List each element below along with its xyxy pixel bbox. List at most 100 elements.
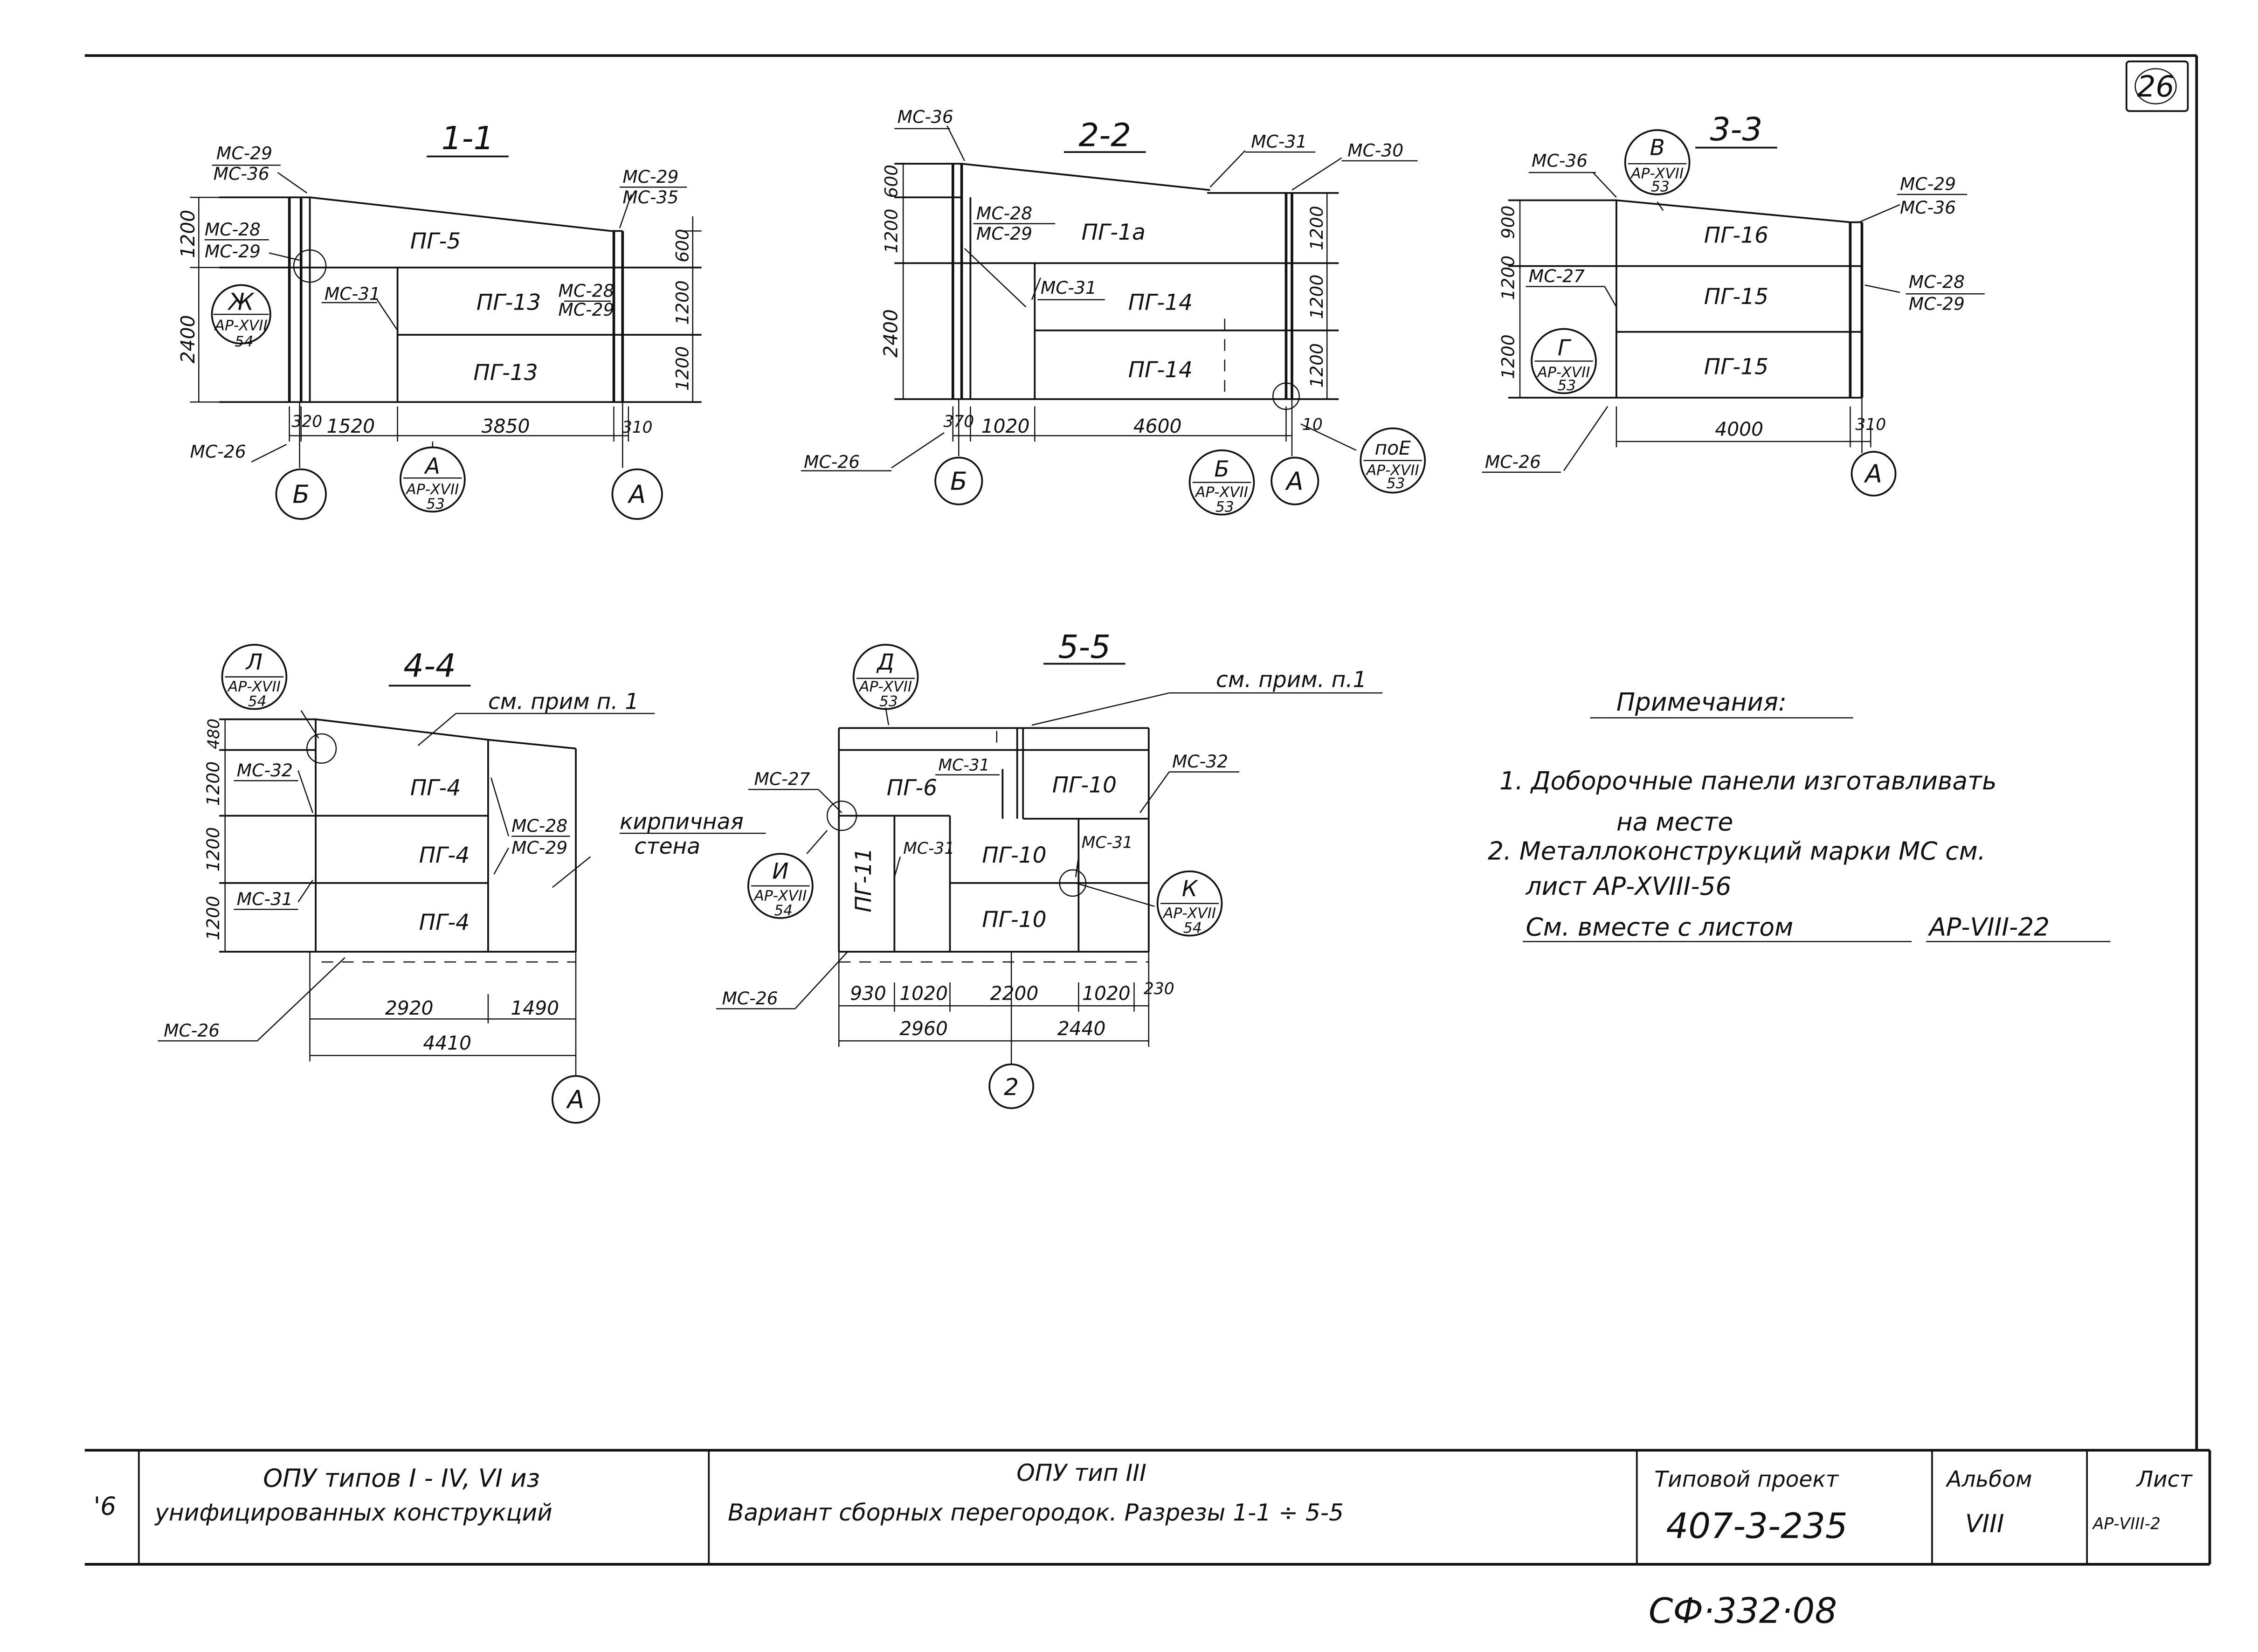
node-number: 53 (1557, 377, 1576, 394)
mark-label: МС-31 (237, 889, 293, 909)
width-dim: 2920 (385, 997, 434, 1019)
title-block-c1-line1: ОПУ типов I - IV, VI из (263, 1464, 540, 1493)
width-dim: 370 (943, 413, 974, 431)
mark-label: МС-31 (1082, 834, 1133, 852)
node-number: 54 (235, 333, 254, 350)
note-3-reference: АР-VIII-22 (1928, 913, 2050, 942)
archive-stamp: СФ·332·08 (1649, 1590, 1837, 1631)
width-dim: 1490 (511, 997, 559, 1019)
node-number: 54 (774, 902, 793, 919)
panel-label: ПГ-4 (419, 843, 470, 868)
axis-label: А (1864, 460, 1882, 489)
panel-label: ПГ-14 (1128, 357, 1193, 383)
node-letter: Ж (227, 288, 255, 316)
node-sheet: АР-XVII (1195, 484, 1248, 501)
height-dim: 1200 (1498, 256, 1518, 300)
notes-heading: Примечания: (1616, 688, 1787, 717)
mark-label: МС-29 (622, 166, 678, 187)
mark-label: МС-27 (1529, 266, 1585, 286)
height-dim: 600 (672, 229, 692, 263)
panel-label: ПГ-13 (476, 290, 541, 316)
panel-label: ПГ-5 (410, 228, 461, 254)
node-sheet: АР-XVII (405, 481, 459, 498)
mark-label: МС-29 (1900, 174, 1956, 194)
node-sheet: АР-XVII (214, 318, 268, 334)
mark-label: МС-36 (898, 106, 953, 127)
section-1-1-title: 1-1 (442, 120, 494, 157)
mark-label: МС-36 (214, 164, 269, 184)
mark-label: МС-29 (1909, 294, 1965, 314)
node-sheet: АР-XVII (753, 887, 807, 904)
node-sheet: АР-XVII (858, 678, 912, 695)
mark-label: МС-28 (558, 280, 614, 301)
node-letter: К (1182, 876, 1199, 902)
node-letter: поЕ (1375, 437, 1411, 459)
axis-label: Б (950, 467, 967, 496)
node-number: 53 (1215, 498, 1234, 515)
node-letter: Г (1558, 335, 1572, 361)
node-number: 53 (426, 496, 445, 512)
height-dim: 2400 (177, 315, 199, 364)
section-3-3-title: 3-3 (1710, 111, 1763, 148)
mark-label: МС-36 (1532, 150, 1588, 171)
note-1-line-1: 1. Доборочные панели изготавливать (1499, 767, 1996, 795)
mark-label: МС-31 (325, 283, 380, 304)
height-dim: 1200 (672, 280, 692, 325)
mark-label: МС-26 (190, 441, 246, 462)
height-dim: 1200 (1498, 334, 1518, 379)
panel-label: ПГ-4 (410, 775, 461, 801)
mark-label: МС-31 (1251, 131, 1307, 152)
width-dim: 4410 (423, 1032, 471, 1054)
mark-label: МС-32 (1172, 751, 1228, 772)
mark-label: МС-26 (164, 1020, 220, 1041)
title-block-sheet-value: АР-VIII-2 (2092, 1515, 2161, 1534)
width-dim: 930 (850, 982, 886, 1005)
note-2-line-1: 2. Металлоконструкций марки МС см. (1488, 837, 1986, 866)
width-dim: 310 (1855, 415, 1886, 434)
height-dim: 1200 (203, 827, 223, 872)
mark-label: МС-29 (511, 837, 567, 858)
panel-label: ПГ-4 (419, 910, 470, 935)
node-number: 54 (1183, 919, 1202, 936)
mark-label: МС-29 (216, 143, 272, 164)
height-dim: 480 (205, 719, 223, 749)
node-sheet: АР-XVII (227, 678, 281, 695)
panel-label: ПГ-1а (1082, 220, 1146, 245)
section-3-3 (1482, 129, 1985, 497)
height-dim: 1200 (1306, 206, 1327, 250)
node-number: 53 (1387, 475, 1405, 492)
section-5-5 (716, 643, 1383, 1109)
title-block-project-number: 407-3-235 (1666, 1505, 1847, 1546)
node-letter: И (772, 858, 788, 884)
height-dim: 1200 (177, 210, 199, 258)
node-letter: А (424, 454, 440, 479)
title-block-sheet-label: Лист (2136, 1467, 2193, 1493)
title-block-c1-line2: унифицированных конструкций (154, 1499, 552, 1526)
mark-label: МС-28 (205, 219, 261, 240)
mark-label: МС-31 (1041, 277, 1097, 298)
width-dim: 10 (1302, 415, 1323, 434)
node-number: 53 (1651, 179, 1670, 195)
note-1-line-2: на месте (1616, 808, 1733, 836)
section-2-2-title: 2-2 (1078, 117, 1131, 154)
mark-label: МС-28 (511, 816, 567, 836)
width-dim: 1020 (899, 982, 948, 1005)
wall-label: стена (634, 834, 700, 859)
mark-label: МС-30 (1347, 140, 1403, 160)
mark-label: МС-31 (938, 756, 989, 774)
node-sheet: АР-XVII (1162, 905, 1216, 922)
panel-label: ПГ-14 (1128, 290, 1193, 316)
mark-label: МС-29 (558, 299, 614, 320)
title-block-album-label: Альбом (1945, 1467, 2032, 1493)
node-letter: Л (245, 650, 262, 675)
mark-label: МС-35 (622, 187, 678, 207)
width-dim: 310 (622, 418, 653, 437)
section-4-4-title: 4-4 (403, 648, 456, 685)
width-dim: 2960 (899, 1017, 948, 1040)
height-dim: 1200 (1306, 343, 1327, 388)
panel-label: ПГ-15 (1704, 284, 1768, 310)
panel-label: ПГ-6 (887, 775, 937, 801)
width-dim: 2200 (990, 982, 1039, 1005)
